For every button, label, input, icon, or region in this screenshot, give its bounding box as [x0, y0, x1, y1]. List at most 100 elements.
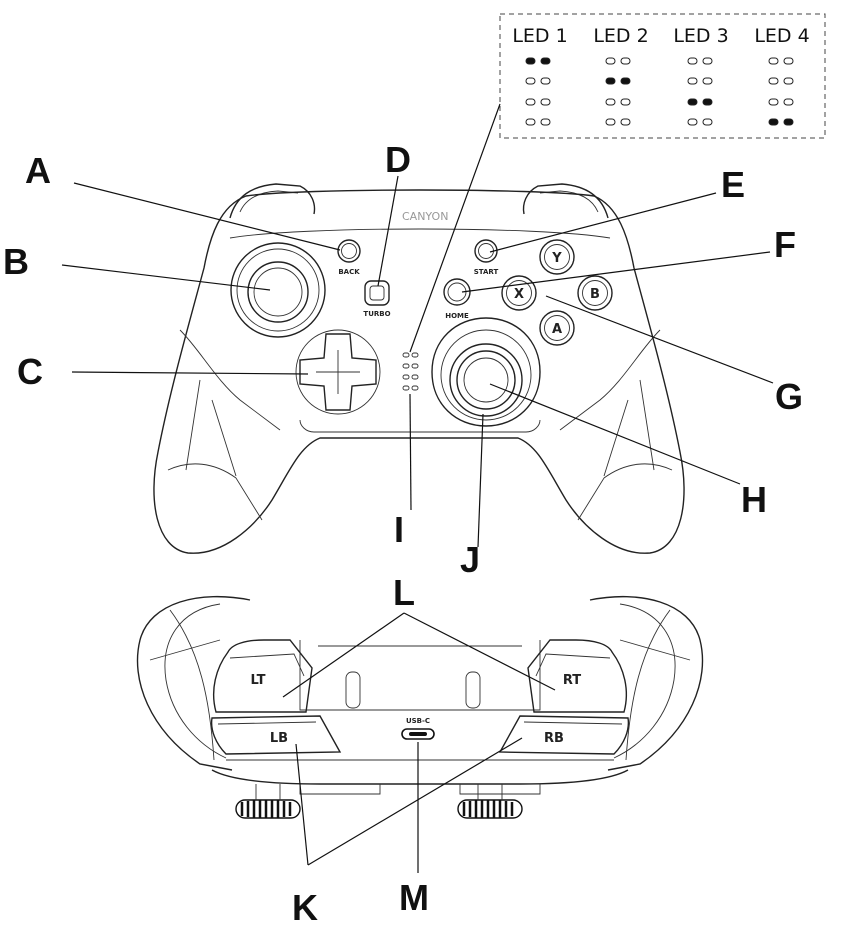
left-grip-facet-2	[167, 463, 263, 521]
leader-b	[61, 264, 271, 291]
led-dot-r1-c2-1	[605, 57, 616, 65]
right-grip-facets	[619, 609, 691, 761]
callout-l: L	[393, 572, 415, 613]
turbo-button-label: TURBO	[363, 310, 390, 318]
callout-i: I	[394, 509, 404, 550]
lt-trigger-label: LT	[251, 673, 266, 688]
left-shoulder-line	[239, 190, 299, 213]
left-clip	[345, 671, 361, 709]
lower-face-line	[299, 419, 541, 433]
led-dot-r4-c4-1	[768, 118, 779, 126]
left-grip-facets	[149, 609, 221, 761]
x-button[interactable]: X	[501, 275, 537, 311]
led-header-4: LED 4	[754, 25, 809, 47]
a-button[interactable]: A	[539, 310, 575, 346]
leader-d	[377, 175, 399, 287]
led-dot-r1-c2-2	[620, 57, 631, 65]
callout-k: K	[292, 887, 318, 925]
leader-a	[73, 182, 341, 251]
leader-k-left	[295, 743, 309, 866]
lt-trigger[interactable]	[213, 639, 313, 713]
callout-a: A	[25, 150, 51, 191]
rt-trigger-label: RT	[563, 673, 581, 688]
start-button-label: START	[474, 268, 499, 276]
right-grip-inner	[613, 603, 676, 759]
callout-g: G	[775, 376, 803, 417]
leader-l-right	[403, 612, 556, 691]
led-dot-r1-c3-1	[687, 57, 698, 65]
leader-e	[489, 192, 717, 253]
left-grip-facet	[179, 329, 281, 431]
led-dot-r2-c2-1	[605, 77, 616, 85]
led-dot-r3-c2-2	[620, 98, 631, 106]
leader-c	[71, 371, 309, 375]
controller-edge-view: LT RT LB RB USB-C	[136, 595, 704, 819]
lower-edge	[211, 769, 629, 785]
led-dot-r2-c3-1	[687, 77, 698, 85]
lb-bumper-label: LB	[270, 731, 288, 746]
led-dot-r3-c4-1	[768, 98, 779, 106]
led-dot-r2-c2-2	[620, 77, 631, 85]
led-dot-r4-c3-2	[702, 118, 713, 126]
x-button-label: X	[514, 287, 524, 302]
b-button-label: B	[590, 287, 600, 302]
bottom-button-row	[299, 784, 541, 795]
led-indicator-table: LED 1 LED 2 LED 3 LED 4	[499, 13, 826, 139]
back-button-label: BACK	[338, 268, 360, 276]
home-button-label: HOME	[445, 312, 469, 320]
led-dot-r2-c1-2	[540, 77, 551, 85]
led-dot-r4-c2-1	[605, 118, 616, 126]
right-clip	[465, 671, 481, 709]
led-header-2: LED 2	[593, 25, 648, 47]
callout-d: D	[385, 139, 411, 180]
right-joystick[interactable]	[431, 317, 541, 427]
led-dot-r3-c1-2	[540, 98, 551, 106]
callout-j: J	[460, 539, 480, 580]
center-cavity	[299, 640, 541, 711]
callout-h: H	[741, 479, 767, 520]
usb-c-port-inner	[409, 732, 427, 736]
leader-lines	[61, 103, 774, 873]
leader-f	[461, 251, 771, 293]
callout-c: C	[17, 351, 43, 392]
led-dot-r4-c2-2	[620, 118, 631, 126]
led-dot-r3-c1-1	[525, 98, 536, 106]
b-button[interactable]: B	[577, 275, 613, 311]
a-button-label: A	[552, 322, 562, 337]
face-top-line	[229, 228, 611, 239]
player-led-indicators	[402, 352, 419, 391]
y-button-label: Y	[551, 251, 562, 266]
left-stick-cap-edge	[235, 784, 301, 819]
led-dot-grid	[525, 57, 794, 126]
leader-l-left	[282, 612, 405, 698]
led-table-border	[499, 13, 826, 139]
back-button[interactable]	[337, 239, 361, 263]
led-dot-r4-c4-2	[783, 118, 794, 126]
led-dot-r3-c4-2	[783, 98, 794, 106]
led-dot-r3-c2-1	[605, 98, 616, 106]
lb-bumper[interactable]	[210, 715, 342, 755]
callout-e: E	[721, 164, 745, 205]
left-joystick[interactable]	[230, 242, 326, 338]
leader-k-right	[307, 737, 523, 866]
right-grip-outline	[589, 595, 704, 771]
led-dot-r1-c4-2	[783, 57, 794, 65]
leader-led-table	[409, 103, 501, 353]
left-grip-outline	[136, 595, 251, 771]
right-stick-cap-edge	[457, 784, 523, 819]
rb-bumper[interactable]	[498, 715, 630, 755]
rt-trigger[interactable]	[527, 639, 627, 713]
callout-m: M	[399, 877, 429, 918]
controller-body-outline	[153, 189, 685, 554]
turbo-button[interactable]	[364, 280, 390, 306]
d-pad[interactable]	[295, 329, 381, 415]
led-dot-r4-c3-1	[687, 118, 698, 126]
leader-g	[545, 295, 774, 384]
controller-top-view: CANYON BACK TURBO STA	[153, 183, 685, 554]
led-dot-r4-c1-1	[525, 118, 536, 126]
left-grip-inner	[164, 603, 227, 759]
right-shoulder-line	[539, 190, 599, 213]
brand-logo: CANYON	[402, 210, 448, 223]
y-button[interactable]: Y	[539, 239, 575, 275]
